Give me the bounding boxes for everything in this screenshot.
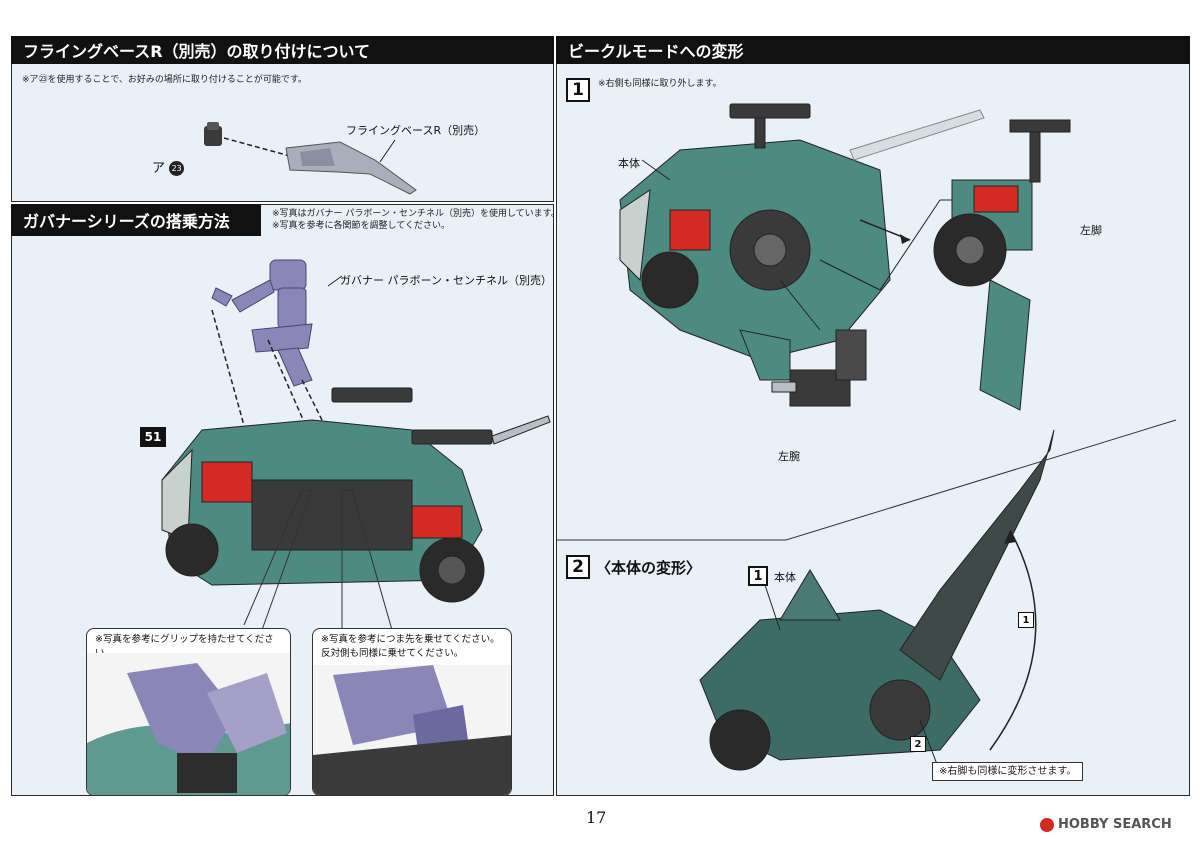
flying-base-header: フライングベースR（別売）の取り付けについて [11, 36, 554, 64]
watermark-logo-icon [1040, 817, 1054, 832]
flying-base-illustration [204, 122, 417, 195]
step-1-sword [849, 109, 985, 161]
governor-figure [211, 259, 313, 387]
callout-foot: ※写真を参考につま先を乗せてください。 反対側も同様に乗せてください。 [312, 628, 512, 796]
governor-figure-label: ガバナー パラボーン・センチネル（別売） [340, 274, 552, 287]
governor-mount-illustration [161, 259, 551, 630]
vehicle-guns [331, 387, 551, 445]
label-body: 本体 [618, 157, 640, 170]
part-ref-letter: ア [152, 161, 166, 176]
flying-base-part [285, 141, 417, 195]
step-2-tail [899, 429, 1055, 681]
page-number: 17 [586, 808, 607, 827]
vehicle-title: ビークルモードへの変形 [568, 42, 744, 61]
arrow-label-2: 2 [910, 736, 926, 752]
step-2-title: 〈本体の変形〉 [596, 559, 702, 577]
arrow-label-1: 1 [1018, 612, 1034, 628]
grip-photo [87, 653, 290, 795]
step-1-note: ※右側も同様に取り外します。 [598, 79, 722, 89]
part-ref: ア 23 [152, 157, 185, 176]
callout-foot-line-2: 反対側も同様に乗せてください。 [321, 648, 464, 659]
attach-dashed-line [223, 137, 291, 157]
left-arm-part [771, 329, 867, 407]
label-left-leg: 左脚 [1080, 224, 1102, 237]
connector-part [204, 126, 222, 146]
governor-header: ガバナーシリーズの搭乗方法 [11, 204, 261, 236]
step-2-illustration [699, 429, 1055, 773]
rotation-arrow [989, 529, 1037, 751]
vehicle-header: ビークルモードへの変形 [556, 36, 1190, 64]
governor-note-2: ※写真を参考に各関節を調整してください。 [272, 221, 451, 231]
callout-foot-text: ※写真を参考につま先を乗せてください。 反対側も同様に乗せてください。 [313, 629, 511, 665]
part-ref-number: 23 [169, 161, 185, 176]
left-leg-part [933, 119, 1071, 411]
part-badge-51: 51 [140, 427, 166, 447]
governor-title: ガバナーシリーズの搭乗方法 [23, 212, 230, 231]
flying-base-title: フライングベースR（別売）の取り付けについて [23, 42, 371, 61]
step-2-box: 2 [566, 555, 590, 579]
step-2-note: ※右脚も同様に変形させます。 [932, 762, 1084, 781]
step-1-gun [729, 103, 811, 149]
governor-note-1: ※写真はガバナー パラボーン・センチネル（別売）を使用しています。 [272, 209, 560, 219]
foot-photo [313, 665, 511, 795]
callout-foot-line-1: ※写真を参考につま先を乗せてください。 [321, 634, 500, 645]
step-1-body [619, 139, 891, 381]
step-1-illustration [619, 103, 1071, 411]
step-2-sub-box: 1 [748, 566, 768, 586]
flying-base-label: フライングベースR（別売） [346, 124, 486, 137]
watermark-text: HOBBY SEARCH [1058, 817, 1172, 832]
step-2-sub-label: 本体 [774, 571, 796, 584]
vehicle-body [161, 419, 485, 603]
step-1-box: 1 [566, 78, 590, 102]
callout-grip: ※写真を参考にグリップを持たせてください。 [86, 628, 291, 796]
flying-base-note: ※ア㉓を使用することで、お好みの場所に取り付けることが可能です。 [22, 75, 308, 85]
watermark: HOBBY SEARCH [1040, 817, 1172, 832]
label-left-arm: 左腕 [778, 450, 800, 463]
